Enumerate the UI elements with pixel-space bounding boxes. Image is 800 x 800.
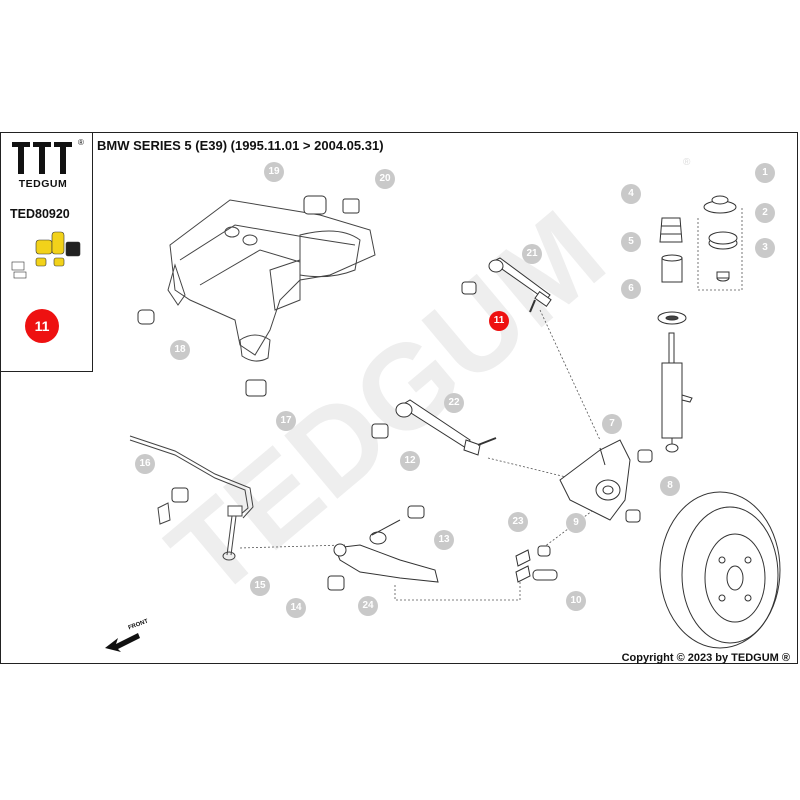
front-arrow-icon xyxy=(105,633,140,652)
callout-9[interactable]: 9 xyxy=(566,513,586,533)
callout-16[interactable]: 16 xyxy=(135,454,155,474)
copyright-text: Copyright © 2023 by TEDGUM ® xyxy=(621,652,790,664)
watermark-registered-mark: ® xyxy=(683,157,691,168)
callout-19[interactable]: 19 xyxy=(264,162,284,182)
callout-10[interactable]: 10 xyxy=(566,591,586,611)
shock-absorber-drawing xyxy=(661,332,693,453)
callout-13[interactable]: 13 xyxy=(434,530,454,550)
logo-registered-mark: ® xyxy=(78,138,84,147)
control-arm-22-drawing xyxy=(395,399,497,456)
strut-mount-drawing xyxy=(703,195,738,282)
callout-20[interactable]: 20 xyxy=(375,169,395,189)
logo-block xyxy=(11,142,81,279)
callout-1[interactable]: 1 xyxy=(755,163,775,183)
subframe-drawing xyxy=(167,199,376,362)
callout-7[interactable]: 7 xyxy=(602,414,622,434)
callout-23[interactable]: 23 xyxy=(508,512,528,532)
callout-5[interactable]: 5 xyxy=(621,232,641,252)
callout-14[interactable]: 14 xyxy=(286,598,306,618)
control-arm-24-drawing xyxy=(333,519,439,583)
tedgum-logo-mark-icon xyxy=(12,142,72,174)
callout-12[interactable]: 12 xyxy=(400,451,420,471)
selected-part-badge: 11 xyxy=(25,309,59,343)
callout-2[interactable]: 2 xyxy=(755,203,775,223)
wheel-carrier-drawing xyxy=(559,439,631,521)
callout-11[interactable]: 11 xyxy=(489,311,509,331)
callout-6[interactable]: 6 xyxy=(621,279,641,299)
product-code: TED80920 xyxy=(10,207,70,221)
bushings xyxy=(137,195,653,591)
wheel-drawing xyxy=(659,491,781,649)
control-arm-21-drawing xyxy=(488,257,552,313)
bushing-kit-photo xyxy=(11,231,81,279)
callout-24[interactable]: 24 xyxy=(358,596,378,616)
callout-4[interactable]: 4 xyxy=(621,184,641,204)
callout-22[interactable]: 22 xyxy=(444,393,464,413)
callout-17[interactable]: 17 xyxy=(276,411,296,431)
bump-stop-drawing xyxy=(657,217,687,325)
callout-18[interactable]: 18 xyxy=(170,340,190,360)
callout-3[interactable]: 3 xyxy=(755,238,775,258)
vehicle-title: BMW SERIES 5 (E39) (1995.11.01 > 2004.05… xyxy=(97,138,384,153)
stabilizer-bar-drawing xyxy=(129,435,254,561)
callout-21[interactable]: 21 xyxy=(522,244,542,264)
callout-8[interactable]: 8 xyxy=(660,476,680,496)
brand-name: TEDGUM xyxy=(18,178,68,190)
callout-15[interactable]: 15 xyxy=(250,576,270,596)
